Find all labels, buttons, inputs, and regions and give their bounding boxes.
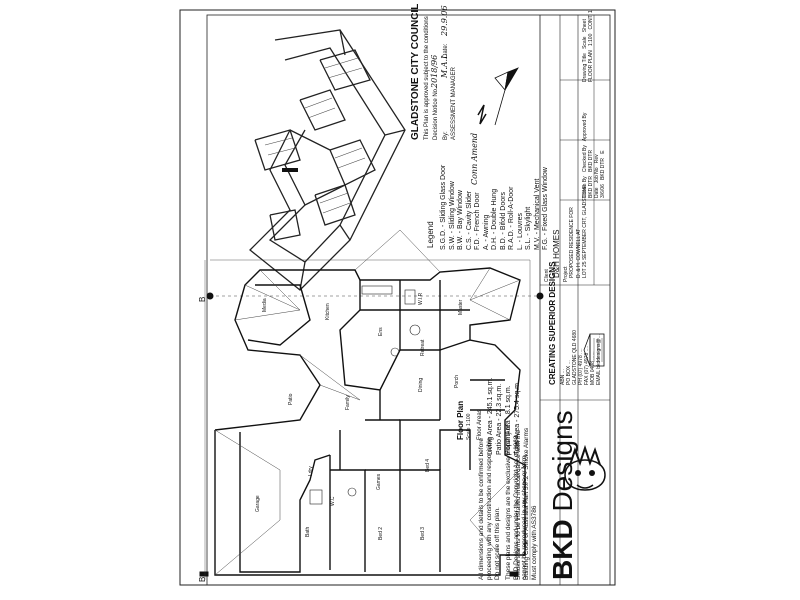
legend-item: S.L. - Skylight bbox=[525, 206, 532, 250]
legend-item: B.D. - Bifold Doors bbox=[499, 192, 507, 250]
perspective-details bbox=[264, 57, 366, 214]
dimensions-note: All dimensions and details to be confirm… bbox=[478, 438, 502, 580]
legend-item: C.S. - Cavity Slider bbox=[465, 190, 473, 250]
room-label-garage: Garage bbox=[255, 495, 261, 512]
client-label: Client bbox=[544, 269, 550, 282]
council-date: 29.9.06 bbox=[440, 5, 449, 36]
north-arrow bbox=[477, 67, 519, 126]
legend-item: B.W. - Bay Window bbox=[457, 190, 464, 250]
room-label-dining: Dining bbox=[418, 377, 424, 392]
council-decision-number: 2018/96 bbox=[430, 54, 439, 88]
room-label-retreat: Retreat bbox=[420, 339, 426, 356]
client-name: D&H HOMES bbox=[552, 229, 561, 278]
legend-title: Legend bbox=[426, 221, 435, 248]
room-label-games: Games bbox=[376, 473, 382, 490]
note-line: Smoke alarms to be installed in accordan… bbox=[515, 430, 522, 580]
title-block-row: 3/6/06 BKD DTR E bbox=[600, 113, 606, 198]
legend-item: F.G. - Fixed Glass Window bbox=[542, 167, 549, 250]
legend-item: R.A.D. - Roll-A-Door bbox=[508, 186, 515, 250]
logo-bkd: BKD bbox=[547, 519, 578, 580]
floor-plan-walls bbox=[214, 267, 526, 576]
kitchen-fixtures bbox=[309, 285, 421, 505]
project-description: PROPOSED RESIDENCE FOR D. & H. COWNELL A… bbox=[569, 185, 589, 278]
room-label-ens: Ens bbox=[378, 327, 384, 336]
smoke-alarm-note: Smoke alarms to be installed in accordan… bbox=[515, 428, 539, 580]
value-job-no: BKD DTR bbox=[600, 157, 606, 180]
floor-plan-scale: Scale 1:100 bbox=[466, 413, 472, 440]
title-block-row: FLOOR PLAN 1:100 CONT. 1 bbox=[588, 10, 594, 82]
note-line: proceeding with any construction and res… bbox=[486, 437, 493, 580]
room-label-ldry: Ldry bbox=[308, 466, 314, 476]
value-scale: 1:100 bbox=[588, 33, 594, 47]
logo-face-icon bbox=[564, 445, 606, 491]
floor-areas-title: Floor Areas bbox=[477, 409, 483, 440]
room-label-wir: W.I.R bbox=[418, 292, 424, 305]
title-block-2: Drawn By Checked By Approved By BKD DTR … bbox=[582, 113, 606, 198]
legend-item: M.V. - Mechanical Vent bbox=[533, 178, 541, 250]
dimension-lines bbox=[204, 259, 531, 580]
legend-item: S.W. - Sliding Window bbox=[448, 181, 456, 250]
room-label-bed2: Bed 2 bbox=[378, 526, 384, 540]
council-decision-label: Decision Notice No. bbox=[433, 87, 439, 140]
perspective-view bbox=[249, 29, 406, 291]
room-label-wc: W.C bbox=[330, 496, 336, 506]
roof-lines bbox=[214, 229, 526, 576]
note-line: Do not scale off this plan. bbox=[494, 507, 501, 580]
value-drawing-title: FLOOR PLAN bbox=[588, 50, 594, 82]
room-label-patio: Patio bbox=[288, 393, 294, 405]
value-date: 3/6/06 bbox=[600, 184, 606, 198]
legend-item: D.H. - Double Hung bbox=[491, 188, 498, 250]
council-name: GLADSTONE CITY COUNCIL bbox=[410, 3, 421, 140]
council-role: ASSESSMENT MANAGER bbox=[451, 67, 457, 140]
floor-plan-title: Floor Plan bbox=[456, 400, 465, 440]
note-line: Building Code of Australia Part 3.7.2 - … bbox=[523, 427, 530, 580]
room-label-kitchen: Kitchen bbox=[325, 303, 331, 320]
room-label-bath: Bath bbox=[305, 526, 311, 537]
room-label-bed3: Bed 3 bbox=[420, 526, 426, 540]
house-thumbnail-icon bbox=[583, 333, 605, 367]
legend-item: F.D. - French Door bbox=[474, 192, 481, 250]
council-date-label: Date: bbox=[443, 43, 449, 58]
value-sheet: CONT. 1 bbox=[588, 10, 594, 30]
note-line: These plans and designs are the exclusiv… bbox=[505, 424, 512, 580]
council-by-label: By: bbox=[443, 131, 449, 140]
inner-border bbox=[206, 14, 611, 586]
note-line: Must comply with AS3786 bbox=[531, 505, 538, 580]
room-label-porch: Porch bbox=[454, 374, 460, 388]
legend-item: S.G.D. - Sliding Glass Door bbox=[440, 164, 447, 250]
section-marker-left: B bbox=[198, 296, 207, 302]
legend-list: S.G.D. - Sliding Glass Door S.W. - Slidi… bbox=[440, 165, 551, 250]
room-label-master: Master bbox=[458, 299, 464, 315]
section-marker-bottom: B bbox=[198, 576, 207, 582]
perspective-post bbox=[282, 168, 298, 172]
project-line: LOT 25 SEPTEMBER CRT, GLADSTONE bbox=[582, 184, 588, 278]
legend-item: A. - Awning bbox=[482, 214, 490, 250]
room-label-bed4: Bed 4 bbox=[425, 458, 431, 472]
title-block: Drawing Title Scale Sheet FLOOR PLAN 1:1… bbox=[582, 10, 594, 82]
section-markers bbox=[199, 292, 544, 577]
value-rev: E bbox=[600, 150, 606, 154]
header-approved-by: Approved By bbox=[582, 112, 588, 142]
room-label-family: Family bbox=[345, 395, 351, 410]
room-label-media: Media bbox=[262, 298, 268, 312]
note-line: All dimensions and details to be confirm… bbox=[478, 438, 485, 580]
legend-item: L. - Louvres bbox=[516, 213, 524, 250]
